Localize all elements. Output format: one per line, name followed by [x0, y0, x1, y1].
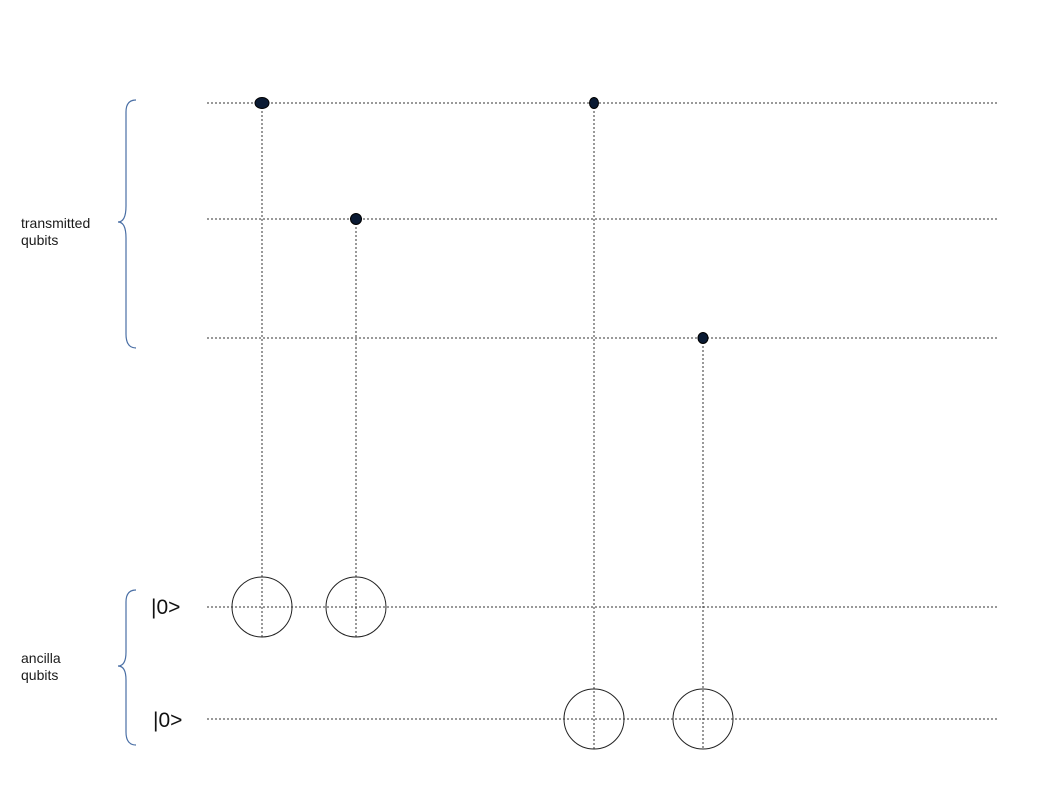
ancilla-1-initial-state: |0> [151, 596, 181, 619]
target-symbols [231, 576, 734, 750]
ancilla-qubits-brace [117, 589, 137, 746]
ancilla-2-initial-state: |0> [153, 709, 183, 732]
cnot-1-target-circle [231, 576, 293, 638]
gate-connectors [261, 103, 704, 749]
cnot-1-control-dot [254, 97, 270, 109]
ancilla-label-line1: ancilla [21, 650, 61, 666]
cnot-2-control-dot [350, 213, 362, 225]
transmitted-label-line1: transmitted [21, 215, 91, 231]
transmitted-qubits-label: transmitted qubits [21, 215, 90, 249]
ancilla-label-line2: qubits [21, 667, 59, 683]
cnot-4-target-circle [672, 688, 734, 750]
cnot-3-target-circle [563, 688, 625, 750]
transmitted-label-line2: qubits [21, 232, 59, 248]
cnot-3-control-dot [589, 97, 599, 109]
cnot-4-control-dot [697, 332, 709, 344]
cnot-2-target-circle [325, 576, 387, 638]
control-dots [254, 97, 709, 344]
transmitted-qubits-brace [117, 99, 137, 349]
qubit-wires [207, 102, 999, 720]
ancilla-qubits-label: ancilla qubits [21, 650, 61, 684]
